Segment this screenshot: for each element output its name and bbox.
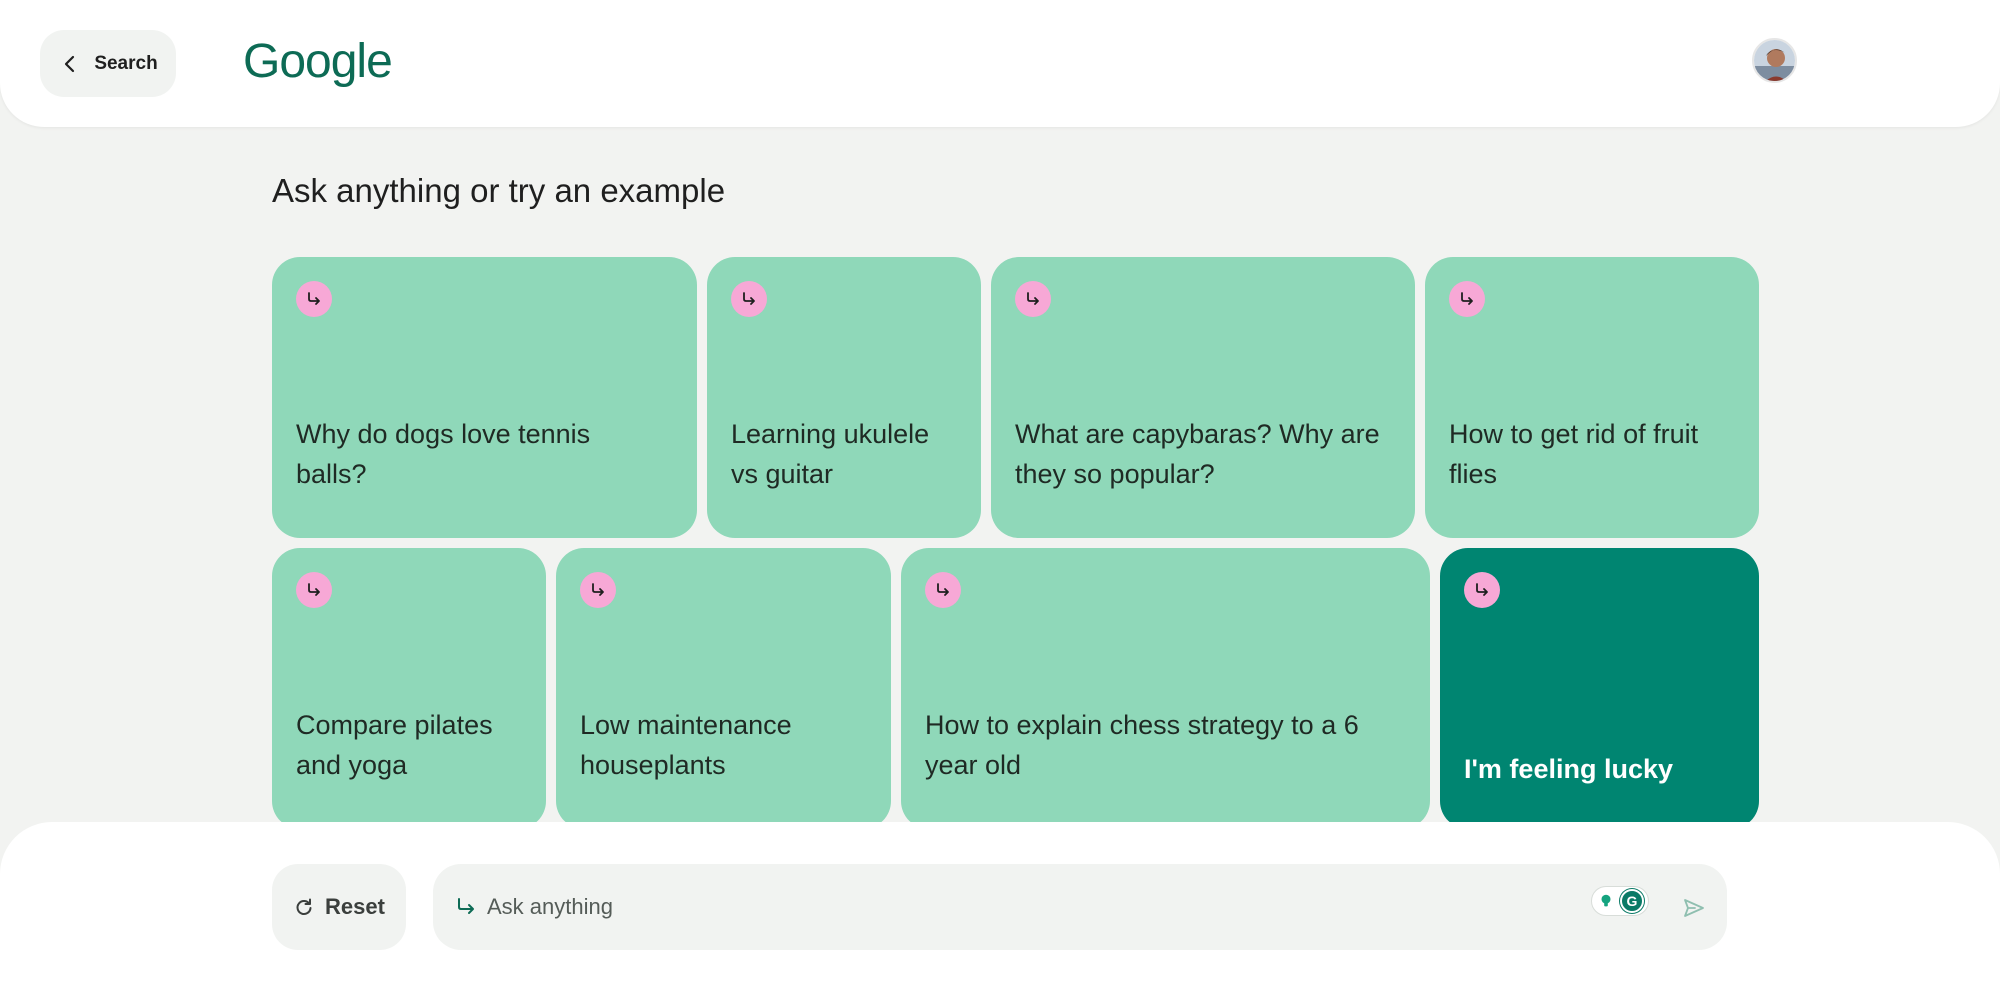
arrow-subdirectory-icon <box>296 281 332 317</box>
refresh-icon <box>296 898 312 915</box>
ask-anything-input[interactable] <box>487 884 1567 930</box>
example-card-label: What are capybaras? Why are they so popu… <box>1015 419 1380 489</box>
feeling-lucky-card[interactable]: I'm feeling lucky <box>1440 548 1759 829</box>
example-card-dogs[interactable]: Why do dogs love tennis balls? <box>272 257 697 538</box>
google-logo[interactable]: Google <box>243 35 393 88</box>
back-button-label: Search <box>94 52 158 74</box>
send-icon[interactable] <box>1680 894 1708 922</box>
chevron-left-icon <box>65 55 75 72</box>
example-card-capybaras[interactable]: What are capybaras? Why are they so popu… <box>991 257 1415 538</box>
arrow-subdirectory-icon <box>1464 572 1500 608</box>
avatar-image <box>1754 40 1795 81</box>
example-card-label: I'm feeling lucky <box>1464 754 1673 784</box>
grammarly-icon: G <box>1620 889 1644 913</box>
example-card-fruit-flies[interactable]: How to get rid of fruit flies <box>1425 257 1759 538</box>
page-heading: Ask anything or try an example <box>272 172 726 209</box>
arrow-subdirectory-icon <box>1015 281 1051 317</box>
reset-button[interactable]: Reset <box>272 864 406 950</box>
example-card-label: Why do dogs love tennis balls? <box>296 419 591 489</box>
example-card-label: How to explain chess strategy to a 6 yea… <box>925 710 1359 780</box>
ask-anything-field[interactable]: G <box>433 864 1727 950</box>
arrow-subdirectory-icon <box>296 572 332 608</box>
example-card-ukulele[interactable]: Learning ukulele vs guitar <box>707 257 981 538</box>
browser-extension-badge[interactable]: G <box>1591 886 1649 916</box>
example-card-chess[interactable]: How to explain chess strategy to a 6 yea… <box>901 548 1430 829</box>
example-card-label: Compare pilates and yoga <box>296 710 493 780</box>
bottom-input-bar: Reset G <box>0 822 2000 991</box>
arrow-subdirectory-icon <box>580 572 616 608</box>
example-card-houseplants[interactable]: Low maintenance houseplants <box>556 548 891 829</box>
lightbulb-icon <box>1596 891 1616 911</box>
reset-button-label: Reset <box>325 894 385 919</box>
back-to-search-button[interactable]: Search <box>40 30 176 97</box>
arrow-subdirectory-icon <box>1449 281 1485 317</box>
example-card-label: How to get rid of fruit flies <box>1449 419 1699 489</box>
arrow-subdirectory-icon <box>925 572 961 608</box>
arrow-subdirectory-icon <box>731 281 767 317</box>
example-card-pilates[interactable]: Compare pilates and yoga <box>272 548 546 829</box>
example-card-label: Low maintenance houseplants <box>580 710 792 780</box>
example-card-label: Learning ukulele vs guitar <box>731 419 930 489</box>
arrow-subdirectory-icon <box>458 898 474 914</box>
top-header: Search Google <box>0 0 2000 127</box>
avatar[interactable] <box>1752 38 1797 83</box>
